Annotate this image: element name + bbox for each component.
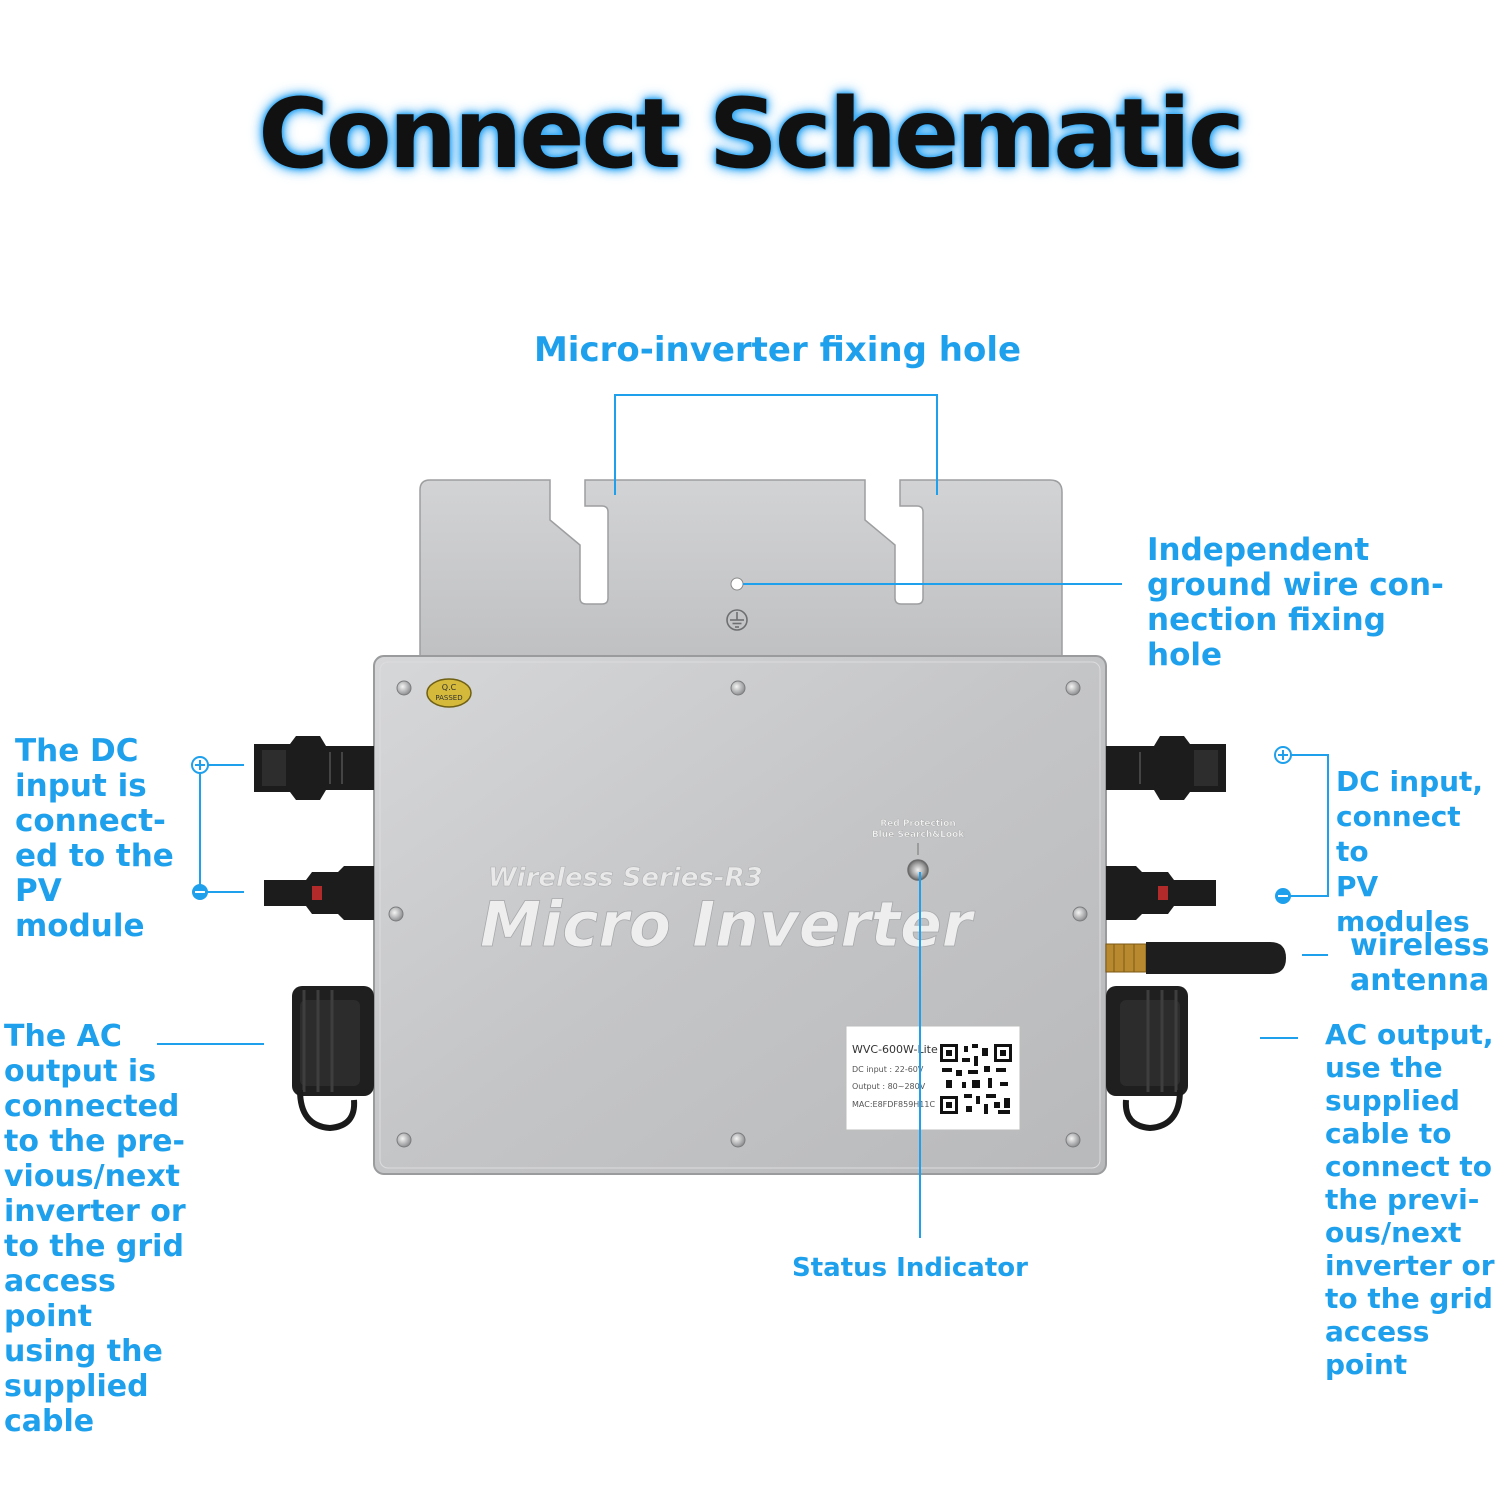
label-dc-input-left: The DC input is connect- ed to the PV mo…: [15, 733, 174, 944]
wireless-antenna: [1105, 942, 1286, 974]
nameplate-dc-input: DC input : 22-60V: [852, 1065, 924, 1074]
ground-wire-hole: [730, 577, 744, 591]
ac-connector-left: [292, 986, 374, 1132]
status-led: [907, 859, 929, 881]
qc-passed-stamp: Q.C PASSED: [426, 678, 472, 708]
fixing-hole-leader: [614, 394, 938, 495]
housing-screws: [388, 680, 1088, 1148]
nameplate-output: Output : 80~280V: [852, 1082, 926, 1091]
ground-symbol-icon: [726, 609, 748, 631]
nameplate-mac: MAC:E8FDF859H11C: [852, 1100, 935, 1109]
callout-lines: [157, 394, 1329, 1238]
ac-connector-right: [1106, 986, 1188, 1132]
product-name-text: Micro Inverter: [480, 888, 975, 961]
dc-connector-right-bottom: [1106, 866, 1216, 920]
qc-stamp-line1: Q.C: [442, 683, 457, 692]
indicator-note-red: Red Protection: [880, 819, 956, 829]
label-dc-input-right: DC input, connect to PV modules: [1336, 765, 1484, 938]
page-title: Connect Schematic: [258, 78, 1244, 190]
label-ground-wire-hole: Independent ground wire con- nection fix…: [1147, 532, 1444, 673]
qc-stamp-line2: PASSED: [435, 694, 462, 702]
mounting-bracket: [419, 479, 1063, 661]
terminal-markers: [191, 746, 1292, 904]
plus-terminal-icon: [1274, 746, 1292, 764]
label-ac-output-right: AC output, use the supplied cable to con…: [1325, 1018, 1495, 1381]
indicator-note-blue: Blue Search&Look: [872, 830, 965, 840]
dc-right-leader: [1283, 754, 1329, 897]
minus-terminal-icon: [192, 884, 208, 900]
plus-terminal-icon: [191, 756, 209, 774]
series-text: Wireless Series-R3: [488, 863, 763, 893]
nameplate: WVC-600W-Lite DC input : 22-60V Output :…: [845, 1025, 1021, 1131]
dc-connector-left-top: [254, 736, 374, 800]
dc-left-leader: [199, 764, 244, 893]
dc-connector-right-top: [1106, 736, 1226, 800]
qr-code-icon: [940, 1044, 1014, 1116]
label-status-indicator: Status Indicator: [792, 1253, 1028, 1283]
label-fixing-hole: Micro-inverter fixing hole: [533, 330, 1022, 370]
minus-terminal-icon: [1275, 888, 1291, 904]
label-ac-output-left: The AC output is connected to the pre- v…: [4, 1019, 186, 1439]
label-wireless-antenna: wireless antenna: [1350, 928, 1490, 998]
dc-connector-left-bottom: [264, 866, 374, 920]
nameplate-model: WVC-600W-Lite: [852, 1043, 938, 1056]
